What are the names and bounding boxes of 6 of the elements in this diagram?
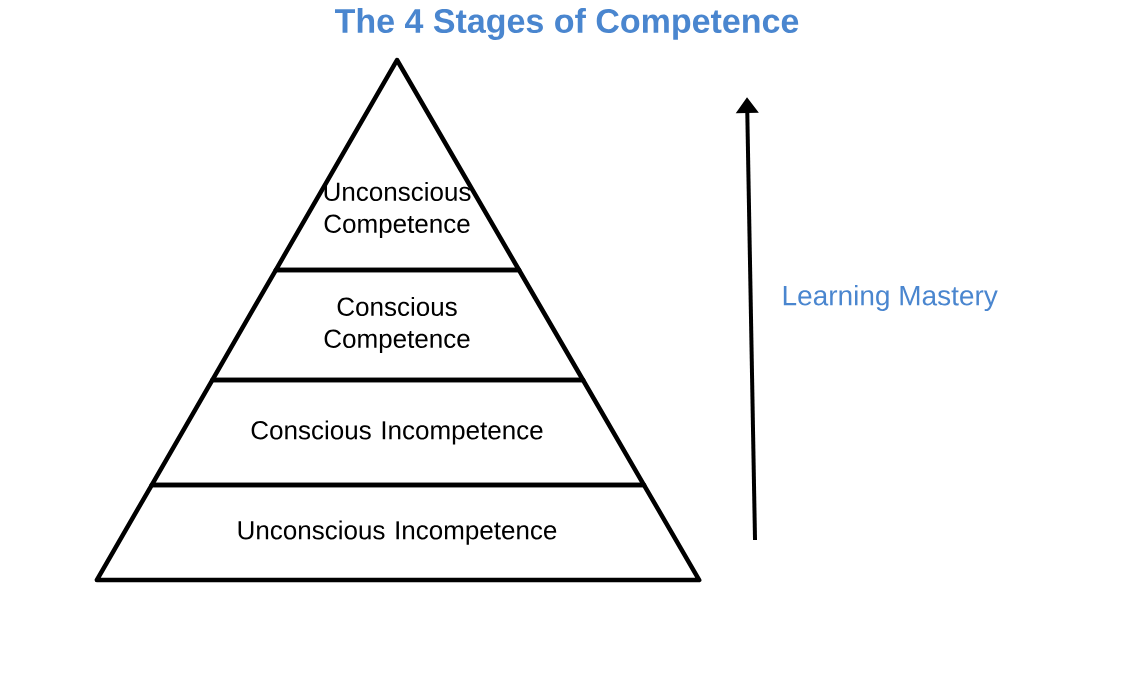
pyramid-level: Unconscious Competence — [273, 57, 522, 273]
axis-label: Learning Mastery — [783, 284, 998, 312]
pyramid-level: Conscious Competence — [210, 267, 586, 383]
title: The 4 Stages of Competence — [335, 8, 799, 40]
pyramid-level: Unconscious Incompetence — [94, 482, 702, 583]
pyramid-level: Conscious Incompetence — [149, 377, 647, 488]
